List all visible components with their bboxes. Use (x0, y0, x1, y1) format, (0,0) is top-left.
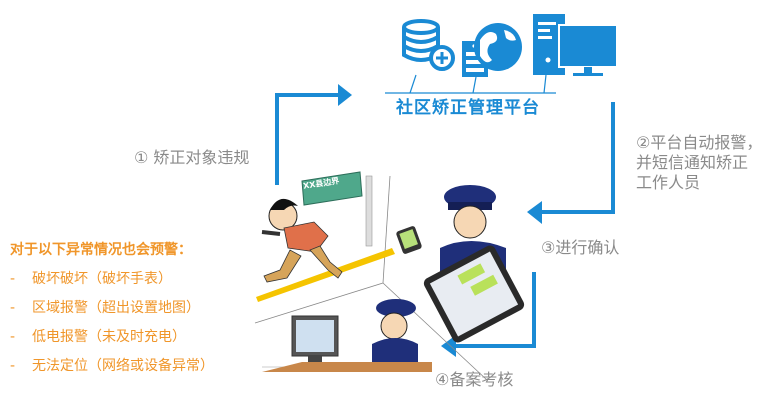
step-1-label: ① 矫正对象违规 (134, 148, 250, 167)
step-2-line: ②平台自动报警， (636, 133, 763, 152)
warning-item: -破坏破坏（破坏手表） (10, 265, 214, 294)
warning-list: 对于以下异常情况也会预警： -破坏破坏（破坏手表） -区域报警（超出设置地图） … (10, 236, 214, 381)
arrow-step-3 (441, 272, 536, 357)
bullet-dash: - (10, 300, 16, 316)
arrow-step-2 (527, 102, 615, 224)
bullet-dash: - (10, 329, 16, 345)
cartoon-illustration (254, 171, 525, 381)
step-3-label: ③进行确认 (541, 238, 620, 257)
warning-item-text: 破坏破坏（破坏手表） (32, 271, 172, 287)
warning-item: -无法定位（网络或设备异常） (10, 352, 214, 381)
warning-item-text: 区域报警（超出设置地图） (32, 300, 200, 316)
officer-at-computer (262, 299, 432, 372)
offender-figure (261, 198, 343, 283)
phone-screen-sms (423, 245, 525, 343)
step-2-line: 并短信通知矫正 (636, 153, 749, 172)
border-sign (301, 171, 363, 206)
platform-title: 社区矫正管理平台 (396, 98, 540, 118)
warning-item: -区域报警（超出设置地图） (10, 294, 214, 323)
bullet-dash: - (10, 358, 16, 374)
desktop-computer-icon (533, 14, 618, 76)
warning-item-text: 无法定位（网络或设备异常） (32, 358, 214, 374)
arrow-step-1 (275, 84, 352, 185)
warning-item: -低电报警（未及时充电） (10, 323, 214, 352)
warning-heading: 对于以下异常情况也会预警： (10, 242, 192, 258)
warning-item-text: 低电报警（未及时充电） (32, 329, 186, 345)
step-4-label: ④备案考核 (435, 370, 514, 389)
step-2-label: ②平台自动报警， 并短信通知矫正 工作人员 (636, 133, 762, 193)
globe-icon (474, 23, 522, 71)
database-add-icon (402, 19, 455, 71)
step-2-line: 工作人员 (636, 173, 701, 192)
platform-network-line (385, 74, 556, 94)
bullet-dash: - (10, 271, 16, 287)
